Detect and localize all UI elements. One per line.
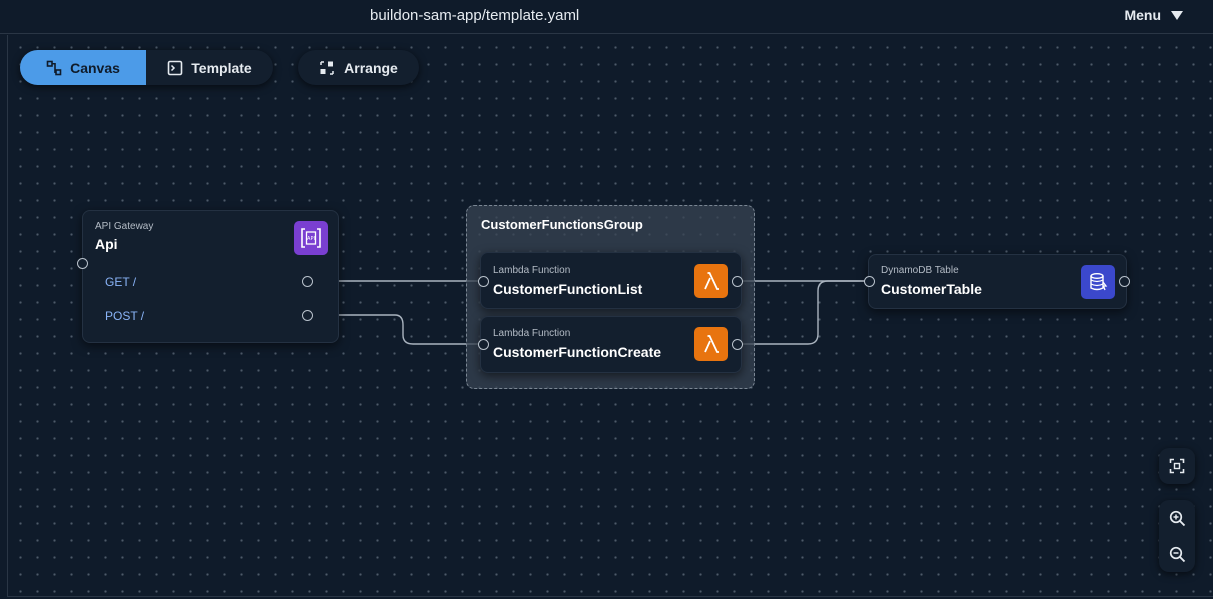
api-gateway-card[interactable]: API Gateway Api API GET / POST / [82, 210, 339, 343]
get-route-port[interactable] [302, 276, 313, 287]
caret-down-icon [1171, 10, 1183, 20]
canvas-icon [46, 60, 62, 75]
customer-table-card[interactable]: DynamoDB Table CustomerTable [868, 254, 1127, 309]
list-type-label: Lambda Function [493, 265, 571, 276]
canvas-tab-button[interactable]: Canvas [20, 50, 146, 85]
menu-button[interactable]: Menu [1124, 7, 1183, 23]
template-tab-label: Template [191, 59, 252, 76]
post-route-port[interactable] [302, 310, 313, 321]
route-get: GET / [105, 275, 137, 289]
zoom-out-button[interactable] [1163, 540, 1191, 568]
table-output-port[interactable] [1119, 276, 1130, 287]
arrange-button[interactable]: Arrange [298, 50, 419, 85]
arrange-label: Arrange [344, 59, 398, 76]
list-input-port[interactable] [478, 276, 489, 287]
customer-function-create-card[interactable]: Lambda Function CustomerFunctionCreate [480, 316, 742, 373]
list-output-port[interactable] [732, 276, 743, 287]
arrange-icon [320, 60, 334, 75]
zoom-in-button[interactable] [1163, 504, 1191, 532]
route-post: POST / [105, 309, 145, 323]
table-name-label: CustomerTable [881, 281, 982, 297]
canvas-tab-label: Canvas [70, 59, 120, 76]
file-title: buildon-sam-app/template.yaml [370, 7, 580, 24]
svg-text:API: API [307, 236, 315, 242]
customer-function-list-card[interactable]: Lambda Function CustomerFunctionList [480, 252, 742, 309]
menu-label: Menu [1124, 7, 1161, 23]
table-input-port[interactable] [864, 276, 875, 287]
view-toggle: Canvas Template [20, 50, 273, 85]
zoom-in-icon [1169, 510, 1185, 526]
fit-view-control [1159, 448, 1195, 484]
lambda-icon [694, 264, 728, 298]
list-name-label: CustomerFunctionList [493, 281, 643, 297]
api-input-port[interactable] [77, 258, 88, 269]
zoom-control [1159, 500, 1195, 572]
template-icon [167, 60, 183, 75]
lambda-icon [694, 327, 728, 361]
fit-view-button[interactable] [1163, 452, 1191, 480]
table-type-label: DynamoDB Table [881, 265, 959, 276]
create-name-label: CustomerFunctionCreate [493, 344, 662, 360]
api-gateway-icon: API [294, 221, 328, 255]
create-input-port[interactable] [478, 339, 489, 350]
top-bar: buildon-sam-app/template.yaml Menu [0, 0, 1213, 34]
create-output-port[interactable] [732, 339, 743, 350]
zoom-out-icon [1169, 546, 1185, 562]
group-title: CustomerFunctionsGroup [481, 217, 643, 232]
create-type-label: Lambda Function [493, 328, 571, 339]
api-name-label: Api [95, 236, 118, 252]
fit-view-icon [1169, 458, 1185, 474]
api-type-label: API Gateway [95, 221, 154, 232]
dynamodb-icon [1081, 265, 1115, 299]
template-tab-button[interactable]: Template [146, 50, 273, 85]
